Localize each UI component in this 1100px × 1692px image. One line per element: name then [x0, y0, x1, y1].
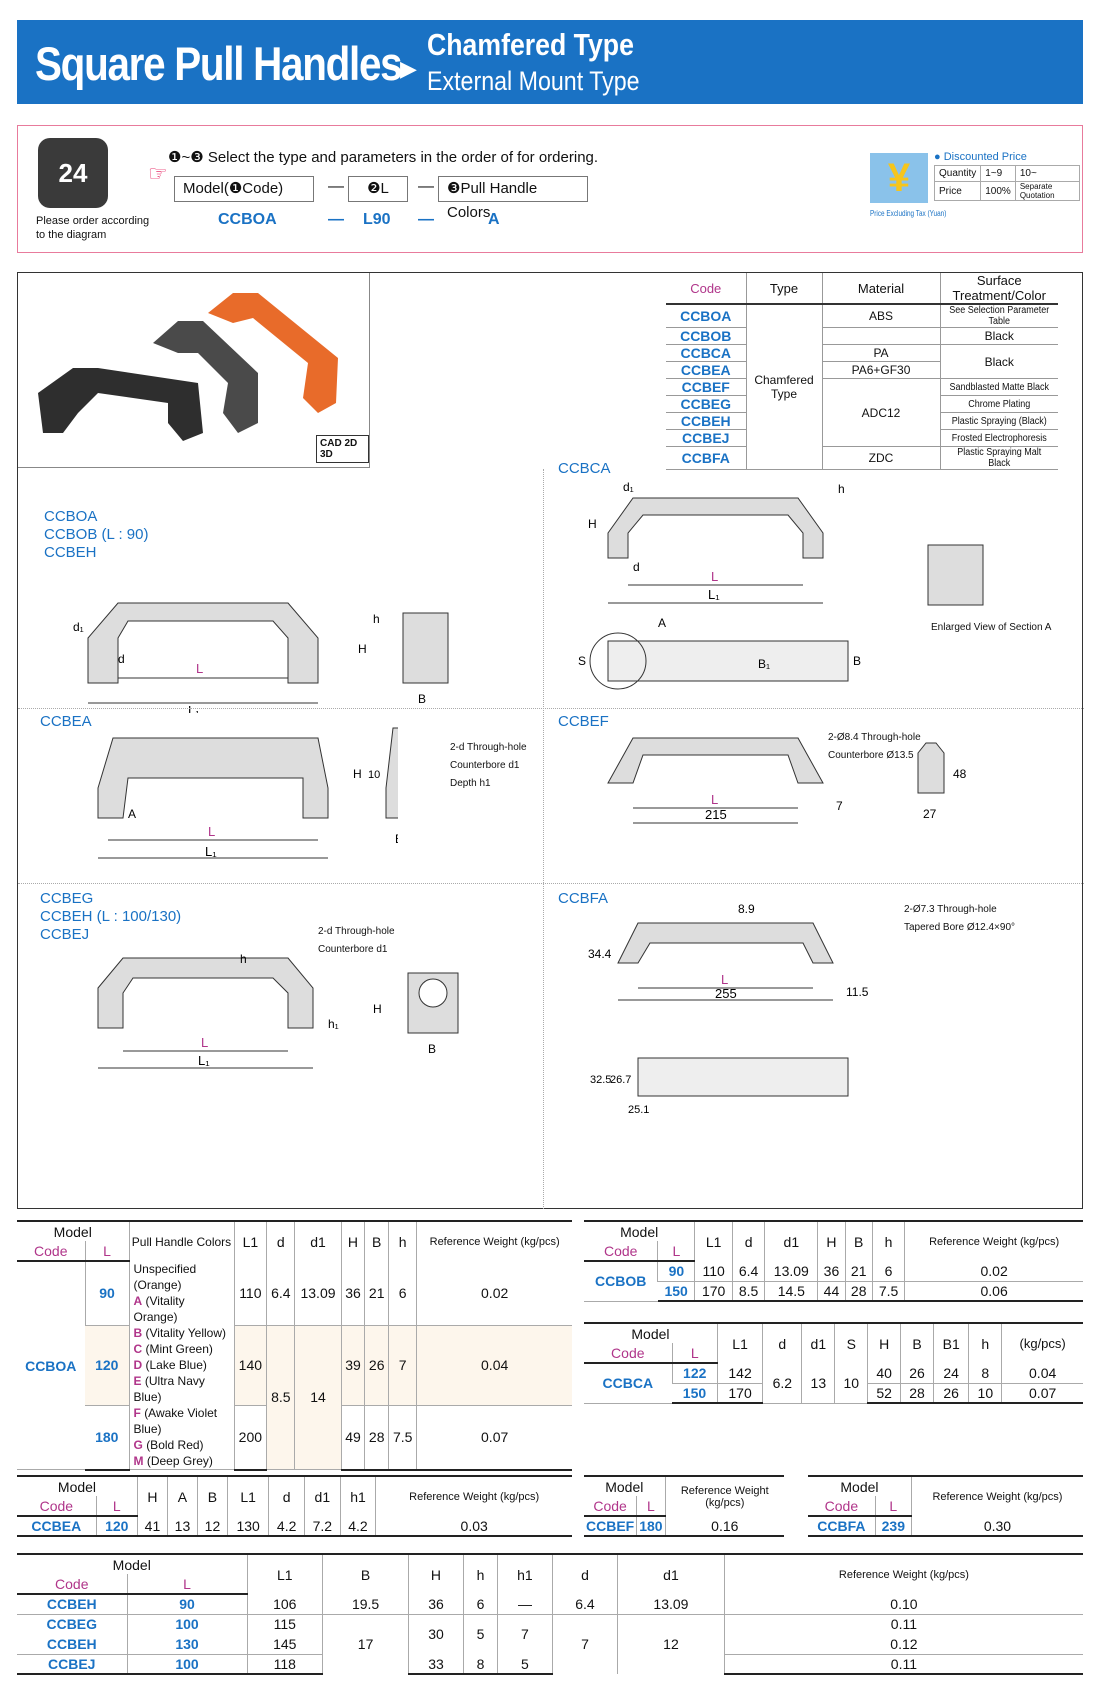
svg-text:L₁: L₁ [205, 844, 217, 859]
svg-text:A: A [658, 616, 666, 630]
dash: — [328, 211, 344, 228]
svg-text:10: 10 [368, 769, 380, 781]
product-photo: CAD 2D 3D [18, 273, 370, 468]
diagram-note-5: 2-d Through-hole Counterbore d1 [318, 926, 395, 955]
length-box: ❷L [348, 176, 408, 202]
diagram-ccboa: LL₁ d₁d HhB [73, 602, 449, 713]
subtitle-mount: External Mount Type [427, 66, 640, 96]
svg-text:h₁: h₁ [328, 1017, 339, 1031]
page-header: Square Pull Handles ▶ Chamfered Type Ext… [17, 20, 1083, 104]
svg-text:11.5: 11.5 [846, 985, 869, 999]
diagram-ccbea: L L₁ A H 10B [97, 727, 398, 859]
ordering-panel: 24 Please order according to the diagram… [17, 125, 1083, 253]
svg-text:7: 7 [836, 799, 843, 813]
divider [543, 469, 544, 1209]
price-box: ¥ Price Excluding Tax (Yuan) ● Discounte… [870, 151, 1081, 221]
dash: — [328, 178, 344, 195]
dash: — [418, 211, 434, 228]
svg-text:34.4: 34.4 [588, 947, 612, 961]
svg-text:L: L [196, 661, 203, 676]
drawing-area: CAD 2D 3D Code Type Material Surface Tre… [17, 272, 1084, 1209]
svg-text:B: B [418, 692, 426, 706]
svg-text:L: L [208, 824, 215, 839]
phone-note: Please order according to the diagram [36, 215, 150, 241]
svg-text:H: H [353, 767, 362, 781]
color-box: ❸Pull Handle Colors [438, 176, 588, 221]
diagram-title-6: CCBFA [558, 890, 609, 907]
svg-text:215: 215 [705, 807, 727, 822]
svg-text:32.5: 32.5 [590, 1074, 611, 1086]
diagram-note-3: 2-d Through-hole Counterbore d1 Depth h1 [450, 742, 527, 789]
svg-text:H: H [588, 517, 597, 531]
diagram-title-4: CCBEF [558, 713, 609, 730]
svg-text:L₁: L₁ [708, 587, 720, 602]
svg-text:L: L [711, 792, 718, 807]
diagram-ccbca: L L₁ Hh d₁ d A S B₁ B [578, 480, 984, 690]
diagram-ccbeg: L L₁ h₁ h H B [97, 953, 459, 1069]
example-length: L90 [363, 211, 391, 228]
divider [18, 883, 1084, 884]
diagram-ccbef: L 215 7 48 27 [607, 737, 967, 824]
svg-text:h: h [240, 953, 247, 966]
cad-badge[interactable]: CAD 2D 3D [316, 435, 369, 463]
diagram-note-6: 2-Ø7.3 Through-hole Tapered Bore Ø12.4×9… [904, 904, 1016, 933]
svg-text:B: B [853, 654, 861, 668]
code-material-table: Code Type Material Surface Treatment/Col… [666, 273, 1058, 470]
svg-text:L: L [711, 569, 718, 584]
svg-text:B: B [395, 832, 398, 846]
svg-text:L: L [201, 1035, 208, 1050]
price-note: Price Excluding Tax (Yuan) [870, 209, 947, 218]
svg-text:d: d [633, 560, 640, 574]
subtitle-type: Chamfered Type [427, 27, 634, 62]
color-list: Unspecified (Orange) A (Vitality Orange)… [128, 1261, 234, 1470]
svg-text:48: 48 [953, 767, 967, 781]
dash: — [418, 178, 434, 195]
svg-text:B₁: B₁ [758, 657, 770, 671]
svg-text:h: h [838, 482, 845, 496]
svg-text:d₁: d₁ [73, 620, 84, 634]
order-instruction: ❶~❸ Select the type and parameters in th… [168, 149, 599, 166]
svg-text:B: B [428, 1042, 436, 1056]
diagram-note-4: 2-Ø8.4 Through-hole Counterbore Ø13.5 [828, 732, 921, 761]
discount-title: ● Discounted Price [934, 151, 1027, 163]
svg-text:L: L [721, 972, 728, 987]
phone-24-icon: 24 [38, 138, 108, 208]
svg-text:255: 255 [715, 986, 737, 1001]
diagram-title-3: CCBEA [40, 713, 92, 730]
page-title: Square Pull Handles [35, 37, 403, 90]
example-code: CCBOA [218, 211, 277, 228]
svg-text:H: H [373, 1002, 382, 1016]
pointing-hand-icon: ☞ [148, 161, 168, 186]
example-color: A [488, 211, 500, 228]
arrow-icon: ▶ [400, 56, 417, 81]
svg-text:25.1: 25.1 [628, 1104, 649, 1116]
section-a-note: Enlarged View of Section A [931, 622, 1052, 633]
divider [18, 708, 1084, 709]
diagram-title-2: CCBCA [558, 460, 611, 477]
svg-text:h: h [373, 612, 380, 626]
svg-text:26.7: 26.7 [610, 1074, 631, 1086]
svg-text:d₁: d₁ [623, 480, 634, 494]
svg-text:27: 27 [923, 807, 937, 821]
yen-icon: ¥ [870, 153, 928, 203]
svg-text:A: A [128, 807, 136, 821]
model-code-box: Model(❶Code) [174, 176, 314, 202]
svg-text:d: d [118, 652, 125, 666]
svg-text:L₁: L₁ [198, 1053, 210, 1068]
table-header-row: Code Type Material Surface Treatment/Col… [666, 273, 1058, 305]
svg-text:H: H [358, 642, 367, 656]
svg-text:S: S [578, 654, 586, 668]
svg-text:8.9: 8.9 [738, 902, 755, 916]
diagram-ccbfa: L 255 34.4 8.9 11.5 32.5 26.7 25.1 [588, 902, 869, 1116]
